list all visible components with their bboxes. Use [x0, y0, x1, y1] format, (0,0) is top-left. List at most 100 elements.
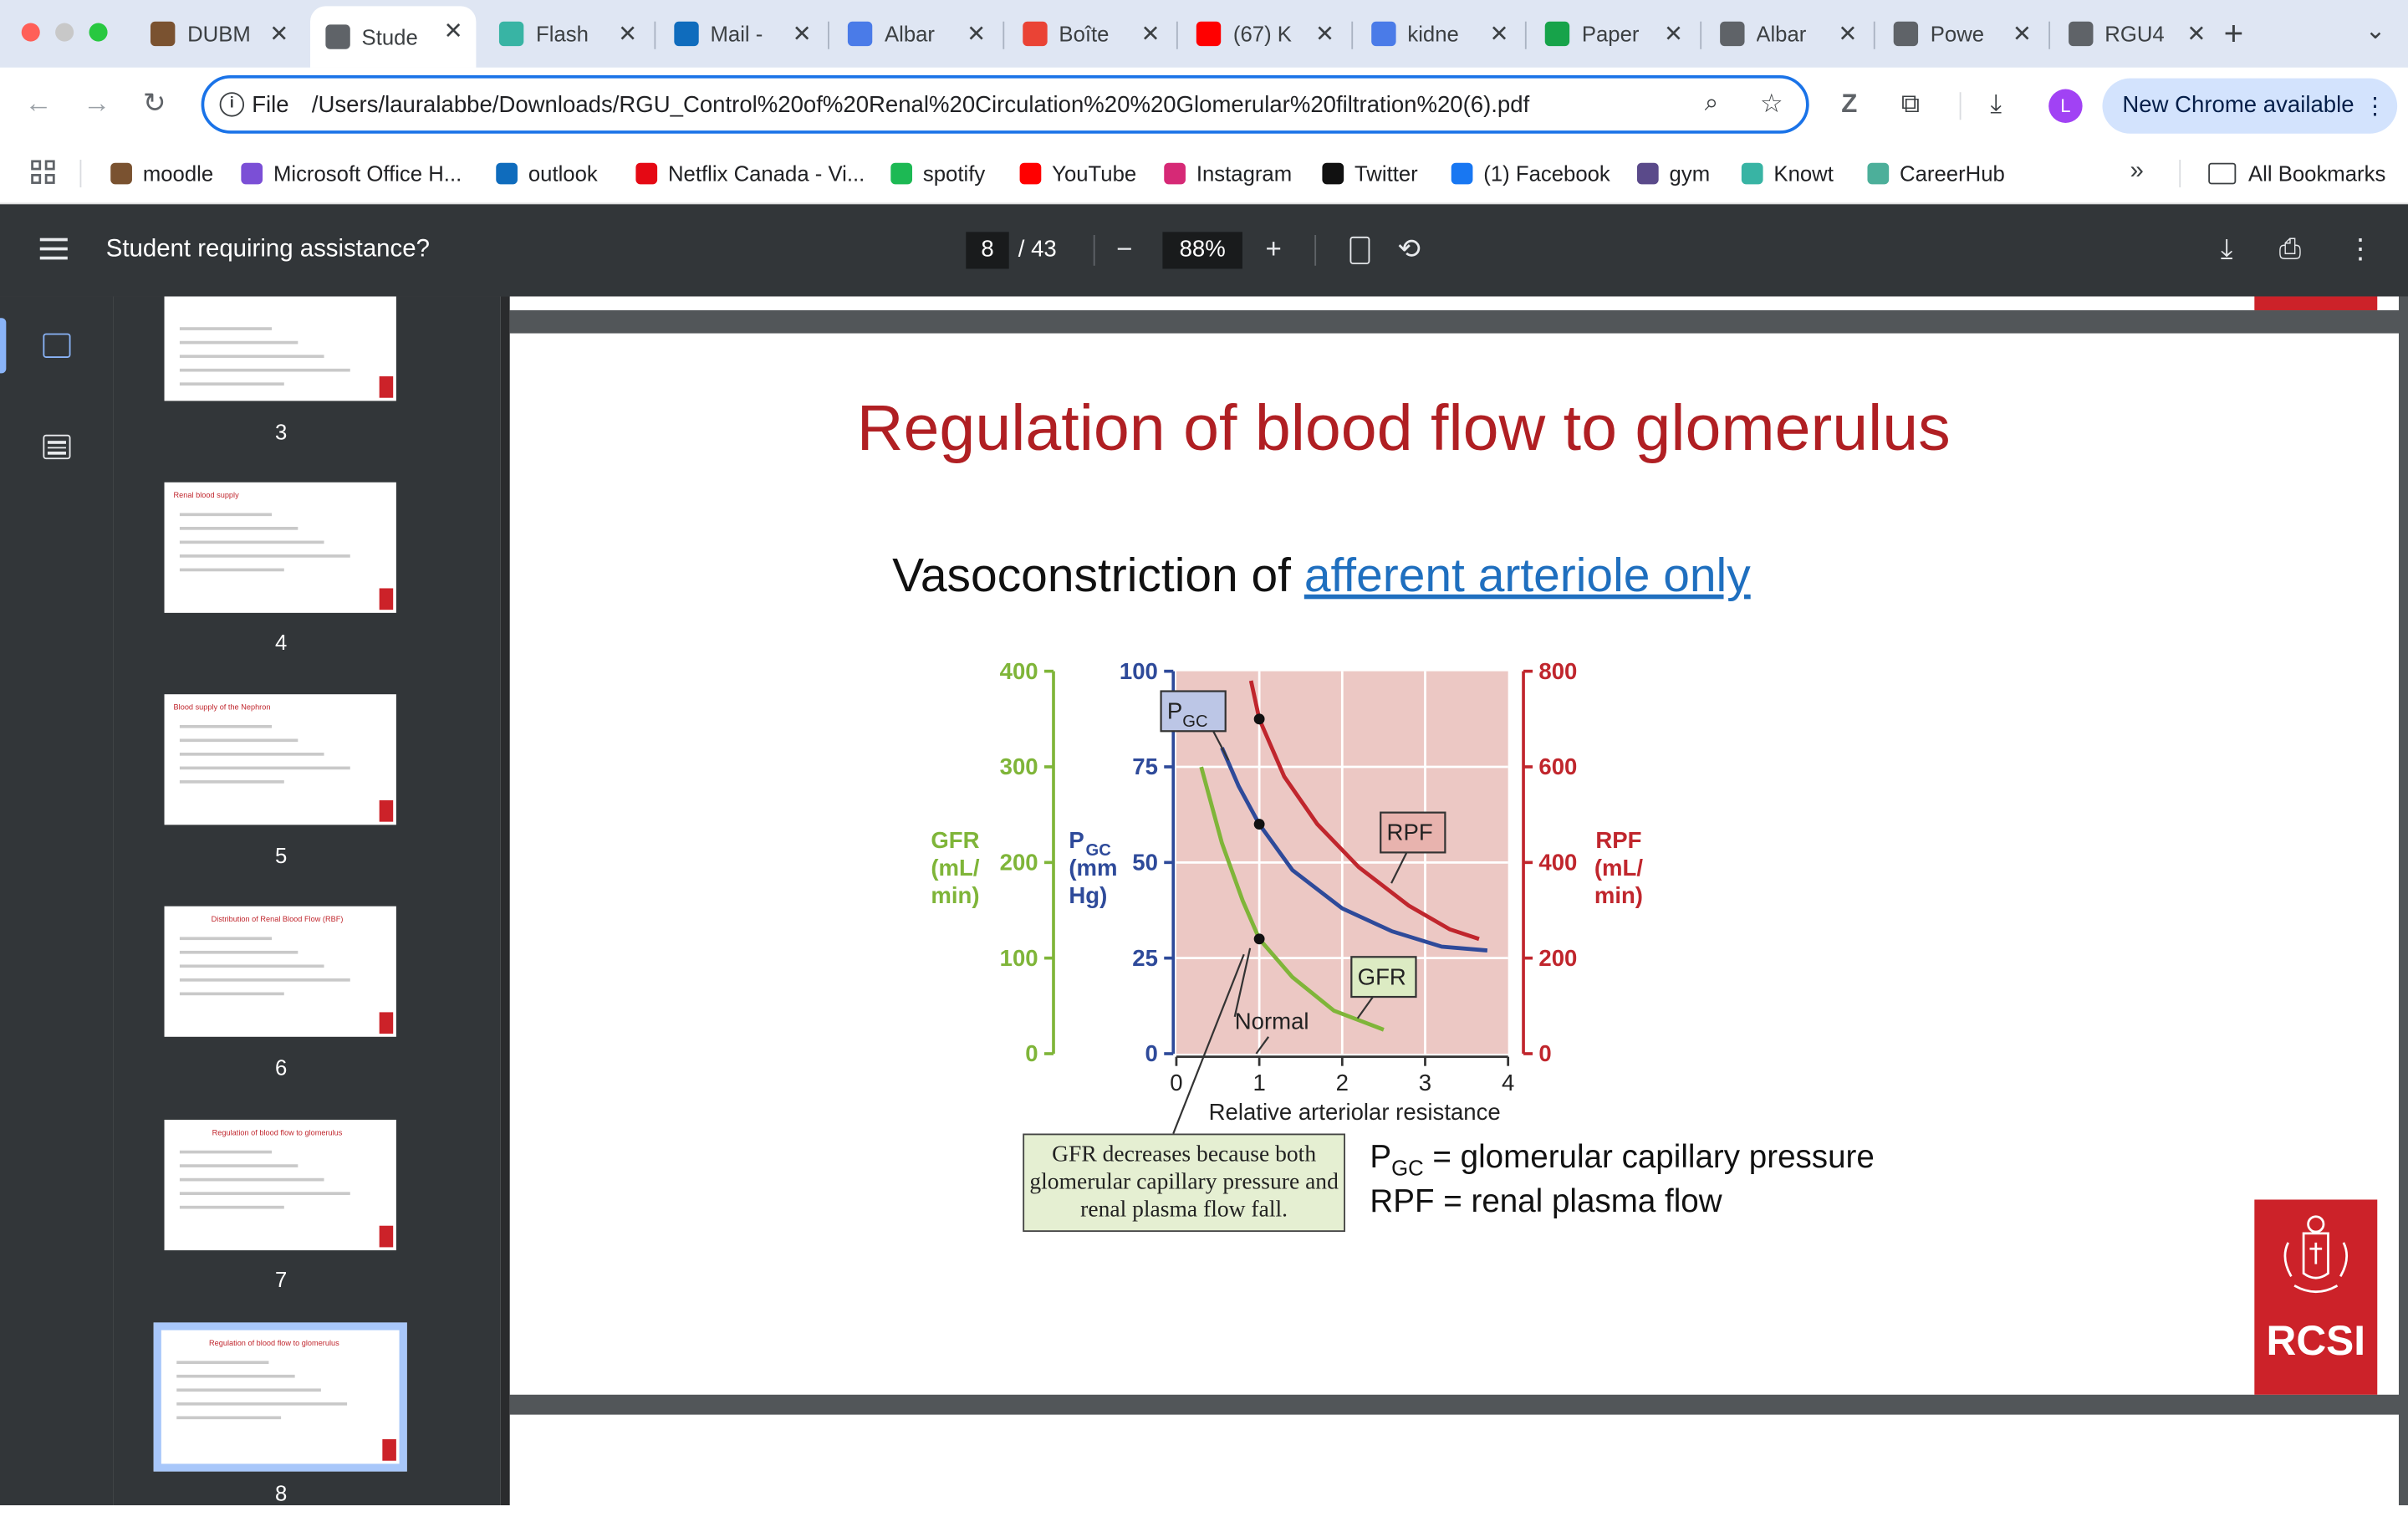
page-thumbnail[interactable]	[164, 296, 396, 401]
browser-tab[interactable]: Stude✕	[309, 6, 476, 68]
pdf-more-menu-icon[interactable]: ⋮	[2346, 233, 2375, 264]
thumbnail-content-line	[179, 368, 350, 372]
profile-avatar[interactable]: L	[2048, 89, 2083, 123]
browser-tab[interactable]: Albar✕	[1704, 9, 1870, 59]
browser-tab[interactable]: Powe✕	[1878, 9, 2043, 59]
browser-tab[interactable]: Boîte✕	[1007, 9, 1172, 59]
outline-view-icon[interactable]	[43, 434, 71, 460]
tab-title: Paper	[1581, 21, 1640, 47]
pdf-download-icon[interactable]: ⤓	[2220, 233, 2233, 264]
sidebar-splitter[interactable]	[500, 296, 510, 1506]
tab-close-icon[interactable]: ✕	[1315, 21, 1335, 48]
page-thumbnail[interactable]: Blood supply of the Nephron	[164, 694, 396, 825]
browser-tab[interactable]: Paper ✕	[1529, 9, 1695, 59]
site-info-icon[interactable]: i	[219, 92, 245, 117]
tab-close-icon[interactable]: ✕	[2186, 21, 2206, 48]
all-bookmarks-button[interactable]: All Bookmarks	[2208, 161, 2385, 186]
new-chrome-available-button[interactable]: New Chrome available ⋮	[2102, 78, 2398, 134]
zotero-extension-icon[interactable]: Z	[1841, 89, 1858, 119]
pgc-sub: GC	[1391, 1155, 1424, 1180]
bookmark-item[interactable]: spotify	[890, 161, 985, 186]
bookmark-item[interactable]: (1) Facebook	[1451, 161, 1610, 186]
bookmark-favicon-icon	[635, 162, 658, 185]
page-thumbnail[interactable]: Regulation of blood flow to glomerulus	[164, 1119, 396, 1251]
thumbnails-view-icon[interactable]	[43, 333, 71, 358]
pdf-page-area: Regulation of blood flow to glomerulus V…	[509, 296, 2408, 1522]
tab-close-icon[interactable]: ✕	[2012, 21, 2032, 48]
y-axis-tick-label: 100	[1120, 658, 1158, 684]
bookmark-item[interactable]: Netflix Canada - Vi...	[635, 161, 865, 186]
bookmark-item[interactable]: Knowt	[1741, 161, 1834, 186]
page-number-input[interactable]: 8	[966, 232, 1009, 269]
maximize-window-button[interactable]	[89, 23, 108, 42]
zoom-icon[interactable]: ⌕	[1704, 90, 1719, 117]
browser-tab[interactable]: kidne✕	[1355, 9, 1521, 59]
browser-tab[interactable]: Albar✕	[833, 9, 998, 59]
rpf-axis-title: min)	[1594, 882, 1643, 908]
bookmark-item[interactable]: Twitter	[1322, 161, 1418, 186]
browser-tab[interactable]: Mail -✕	[658, 9, 824, 59]
extensions-puzzle-icon[interactable]: ⧉	[1900, 89, 1921, 119]
page-thumbnail[interactable]: Regulation of blood flow to glomerulus	[153, 1322, 407, 1472]
back-button[interactable]: ←	[24, 87, 53, 119]
reload-button[interactable]: ↻	[142, 87, 166, 119]
forward-button[interactable]: →	[83, 87, 111, 119]
rotate-icon[interactable]: ⟲	[1397, 233, 1421, 264]
browser-tab[interactable]: DUBM✕	[135, 9, 301, 59]
fit-page-icon[interactable]	[1349, 236, 1370, 264]
bookmark-star-icon[interactable]: ☆	[1759, 89, 1783, 119]
browser-tab[interactable]: Flash✕	[484, 9, 650, 59]
page-thumbnail[interactable]: Distribution of Renal Blood Flow (RBF)	[164, 906, 396, 1037]
tab-separator	[1699, 21, 1701, 49]
bookmark-item[interactable]: outlook	[496, 161, 598, 186]
bookmark-item[interactable]: YouTube	[1019, 161, 1137, 186]
zoom-out-button[interactable]: −	[1116, 233, 1133, 264]
more-menu-icon[interactable]: ⋮	[2363, 94, 2387, 120]
address-bar[interactable]: i File /Users/lauralabbe/Downloads/RGU_C…	[201, 75, 1809, 134]
bookmark-item[interactable]: Instagram	[1164, 161, 1292, 186]
close-window-button[interactable]	[21, 23, 40, 42]
next-page-top	[509, 1414, 2399, 1522]
download-icon[interactable]: ⤓	[1990, 89, 2002, 119]
more-bookmarks-chevron-icon[interactable]: »	[2130, 158, 2144, 185]
tab-close-icon[interactable]: ✕	[618, 21, 638, 48]
tab-close-icon[interactable]: ✕	[1838, 21, 1858, 48]
tab-close-icon[interactable]: ✕	[967, 21, 987, 48]
tab-close-icon[interactable]: ✕	[1489, 21, 1509, 48]
tab-close-icon[interactable]: ✕	[1663, 21, 1684, 48]
afferent-arteriole-link[interactable]: afferent arteriole only	[1303, 548, 1751, 602]
url-text[interactable]: /Users/lauralabbe/Downloads/RGU_Control%…	[311, 92, 1530, 119]
thumbnail-content-line	[179, 992, 284, 996]
zoom-level-input[interactable]: 88%	[1162, 232, 1242, 269]
page-thumbnail[interactable]: Renal blood supply	[164, 482, 396, 613]
new-tab-button[interactable]: +	[2223, 13, 2244, 53]
tab-search-chevron-icon[interactable]: ⌄	[2365, 18, 2386, 45]
sidebar-menu-icon[interactable]	[39, 237, 68, 260]
tab-close-icon[interactable]: ✕	[443, 18, 463, 45]
tab-close-icon[interactable]: ✕	[269, 21, 289, 48]
y-axis-tick-label: 600	[1538, 753, 1577, 779]
tab-close-icon[interactable]: ✕	[792, 21, 812, 48]
gfr-axis-title: min)	[931, 882, 979, 908]
gfr-series-label-pointer	[1356, 996, 1374, 1019]
print-icon[interactable]: ⎙	[2278, 233, 2302, 264]
browser-tab[interactable]: RGU4✕	[2053, 9, 2218, 59]
thumbnail-content-line	[179, 340, 298, 345]
bookmark-item[interactable]: gym	[1636, 161, 1710, 186]
toolbar-divider	[1959, 92, 1962, 120]
bookmark-item[interactable]: moodle	[110, 161, 213, 186]
tab-favicon-icon	[150, 21, 176, 47]
thumbnail-content-line	[179, 1150, 273, 1154]
pdf-page-8: Regulation of blood flow to glomerulus V…	[509, 333, 2399, 1395]
browser-tab[interactable]: (67) K✕	[1181, 9, 1346, 59]
minimize-window-button[interactable]	[55, 23, 74, 42]
slide-title: Regulation of blood flow to glomerulus	[856, 391, 1951, 464]
zoom-in-button[interactable]: +	[1265, 233, 1282, 264]
bookmark-item[interactable]: Microsoft Office H...	[241, 161, 462, 186]
tab-close-icon[interactable]: ✕	[1140, 21, 1161, 48]
bookmark-favicon-icon	[110, 162, 132, 185]
bookmark-label: YouTube	[1052, 161, 1137, 186]
bookmark-item[interactable]: CareerHub	[1867, 161, 2005, 186]
apps-grid-icon[interactable]	[31, 160, 55, 184]
thumbnail-content-line	[179, 738, 298, 743]
